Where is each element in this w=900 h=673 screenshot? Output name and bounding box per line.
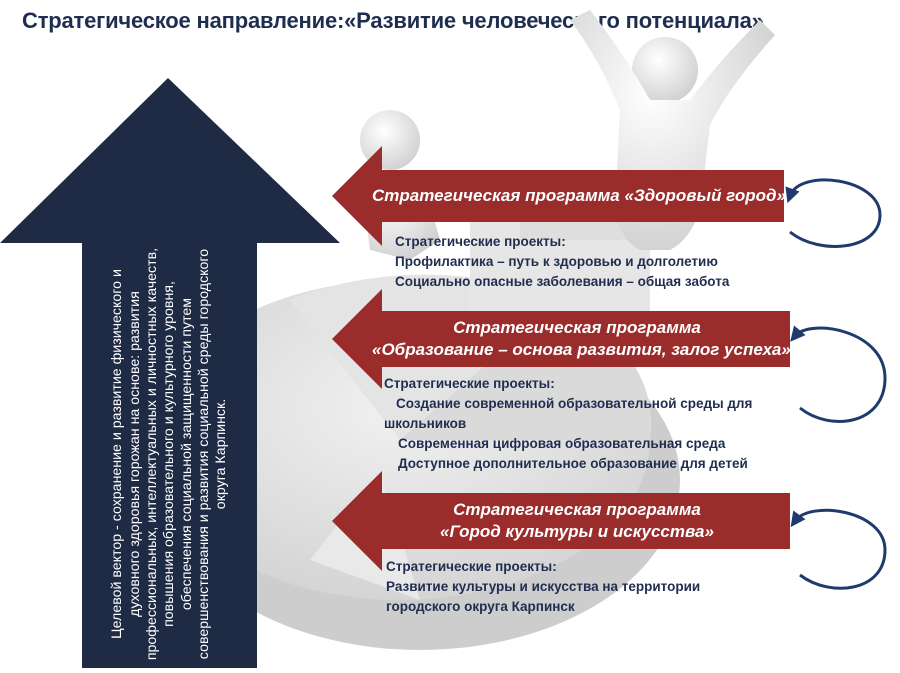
curl-arrow-icon xyxy=(792,506,889,592)
program-label-3: Стратегическая программа «Город культуры… xyxy=(372,499,782,543)
program-label-line: Стратегическая программа xyxy=(453,318,701,337)
projects-list-2: Стратегические проекты: Создание совреме… xyxy=(384,374,752,474)
project-item: Доступное дополнительное образование для… xyxy=(398,456,748,471)
program-arrow-2 xyxy=(332,289,790,389)
curl-arrow-icon xyxy=(790,325,887,423)
program-arrow-3 xyxy=(332,471,790,571)
project-item: Развитие культуры и искусства на террито… xyxy=(386,579,701,594)
curl-arrow-icon xyxy=(785,178,882,248)
program-label-line: «Город культуры и искусства» xyxy=(440,522,714,541)
projects-heading: Стратегические проекты: xyxy=(395,234,566,249)
curl-arrow-icon xyxy=(790,508,887,590)
program-label-2: Стратегическая программа «Образование – … xyxy=(372,317,791,361)
title-main: «Развитие человеческого потенциала» xyxy=(344,8,764,33)
program-label-line: «Образование – основа развития, залог ус… xyxy=(372,340,791,359)
program-label-line: Стратегическая программа «Здоровый город… xyxy=(372,186,786,205)
project-item: школьников xyxy=(384,416,467,431)
project-item: Современная цифровая образовательная сре… xyxy=(398,436,726,451)
curl-arrow-icon xyxy=(786,176,884,250)
projects-list-3: Стратегические проекты: Развитие культур… xyxy=(386,557,700,617)
page-title: Стратегическое направление:«Развитие чел… xyxy=(22,8,892,34)
figure-head xyxy=(632,37,698,103)
program-label-1: Стратегическая программа «Здоровый город… xyxy=(372,185,786,207)
projects-heading: Стратегические проекты: xyxy=(386,559,557,574)
program-arrow-1 xyxy=(332,146,784,246)
title-prefix: Стратегическое направление: xyxy=(22,8,345,33)
program-label-line: Стратегическая программа xyxy=(453,500,701,519)
project-item: городского округа Карпинск xyxy=(386,599,575,614)
projects-list-1: Стратегические проекты: Профилактика – п… xyxy=(395,232,729,292)
project-item: Создание современной образовательной сре… xyxy=(396,396,753,411)
project-item: Профилактика – путь к здоровью и долголе… xyxy=(395,254,718,269)
curl-arrow-icon xyxy=(792,324,889,425)
vector-arrow-shape xyxy=(0,78,340,668)
projects-heading: Стратегические проекты: xyxy=(384,376,555,391)
project-item: Социально опасные заболевания – общая за… xyxy=(395,274,730,289)
